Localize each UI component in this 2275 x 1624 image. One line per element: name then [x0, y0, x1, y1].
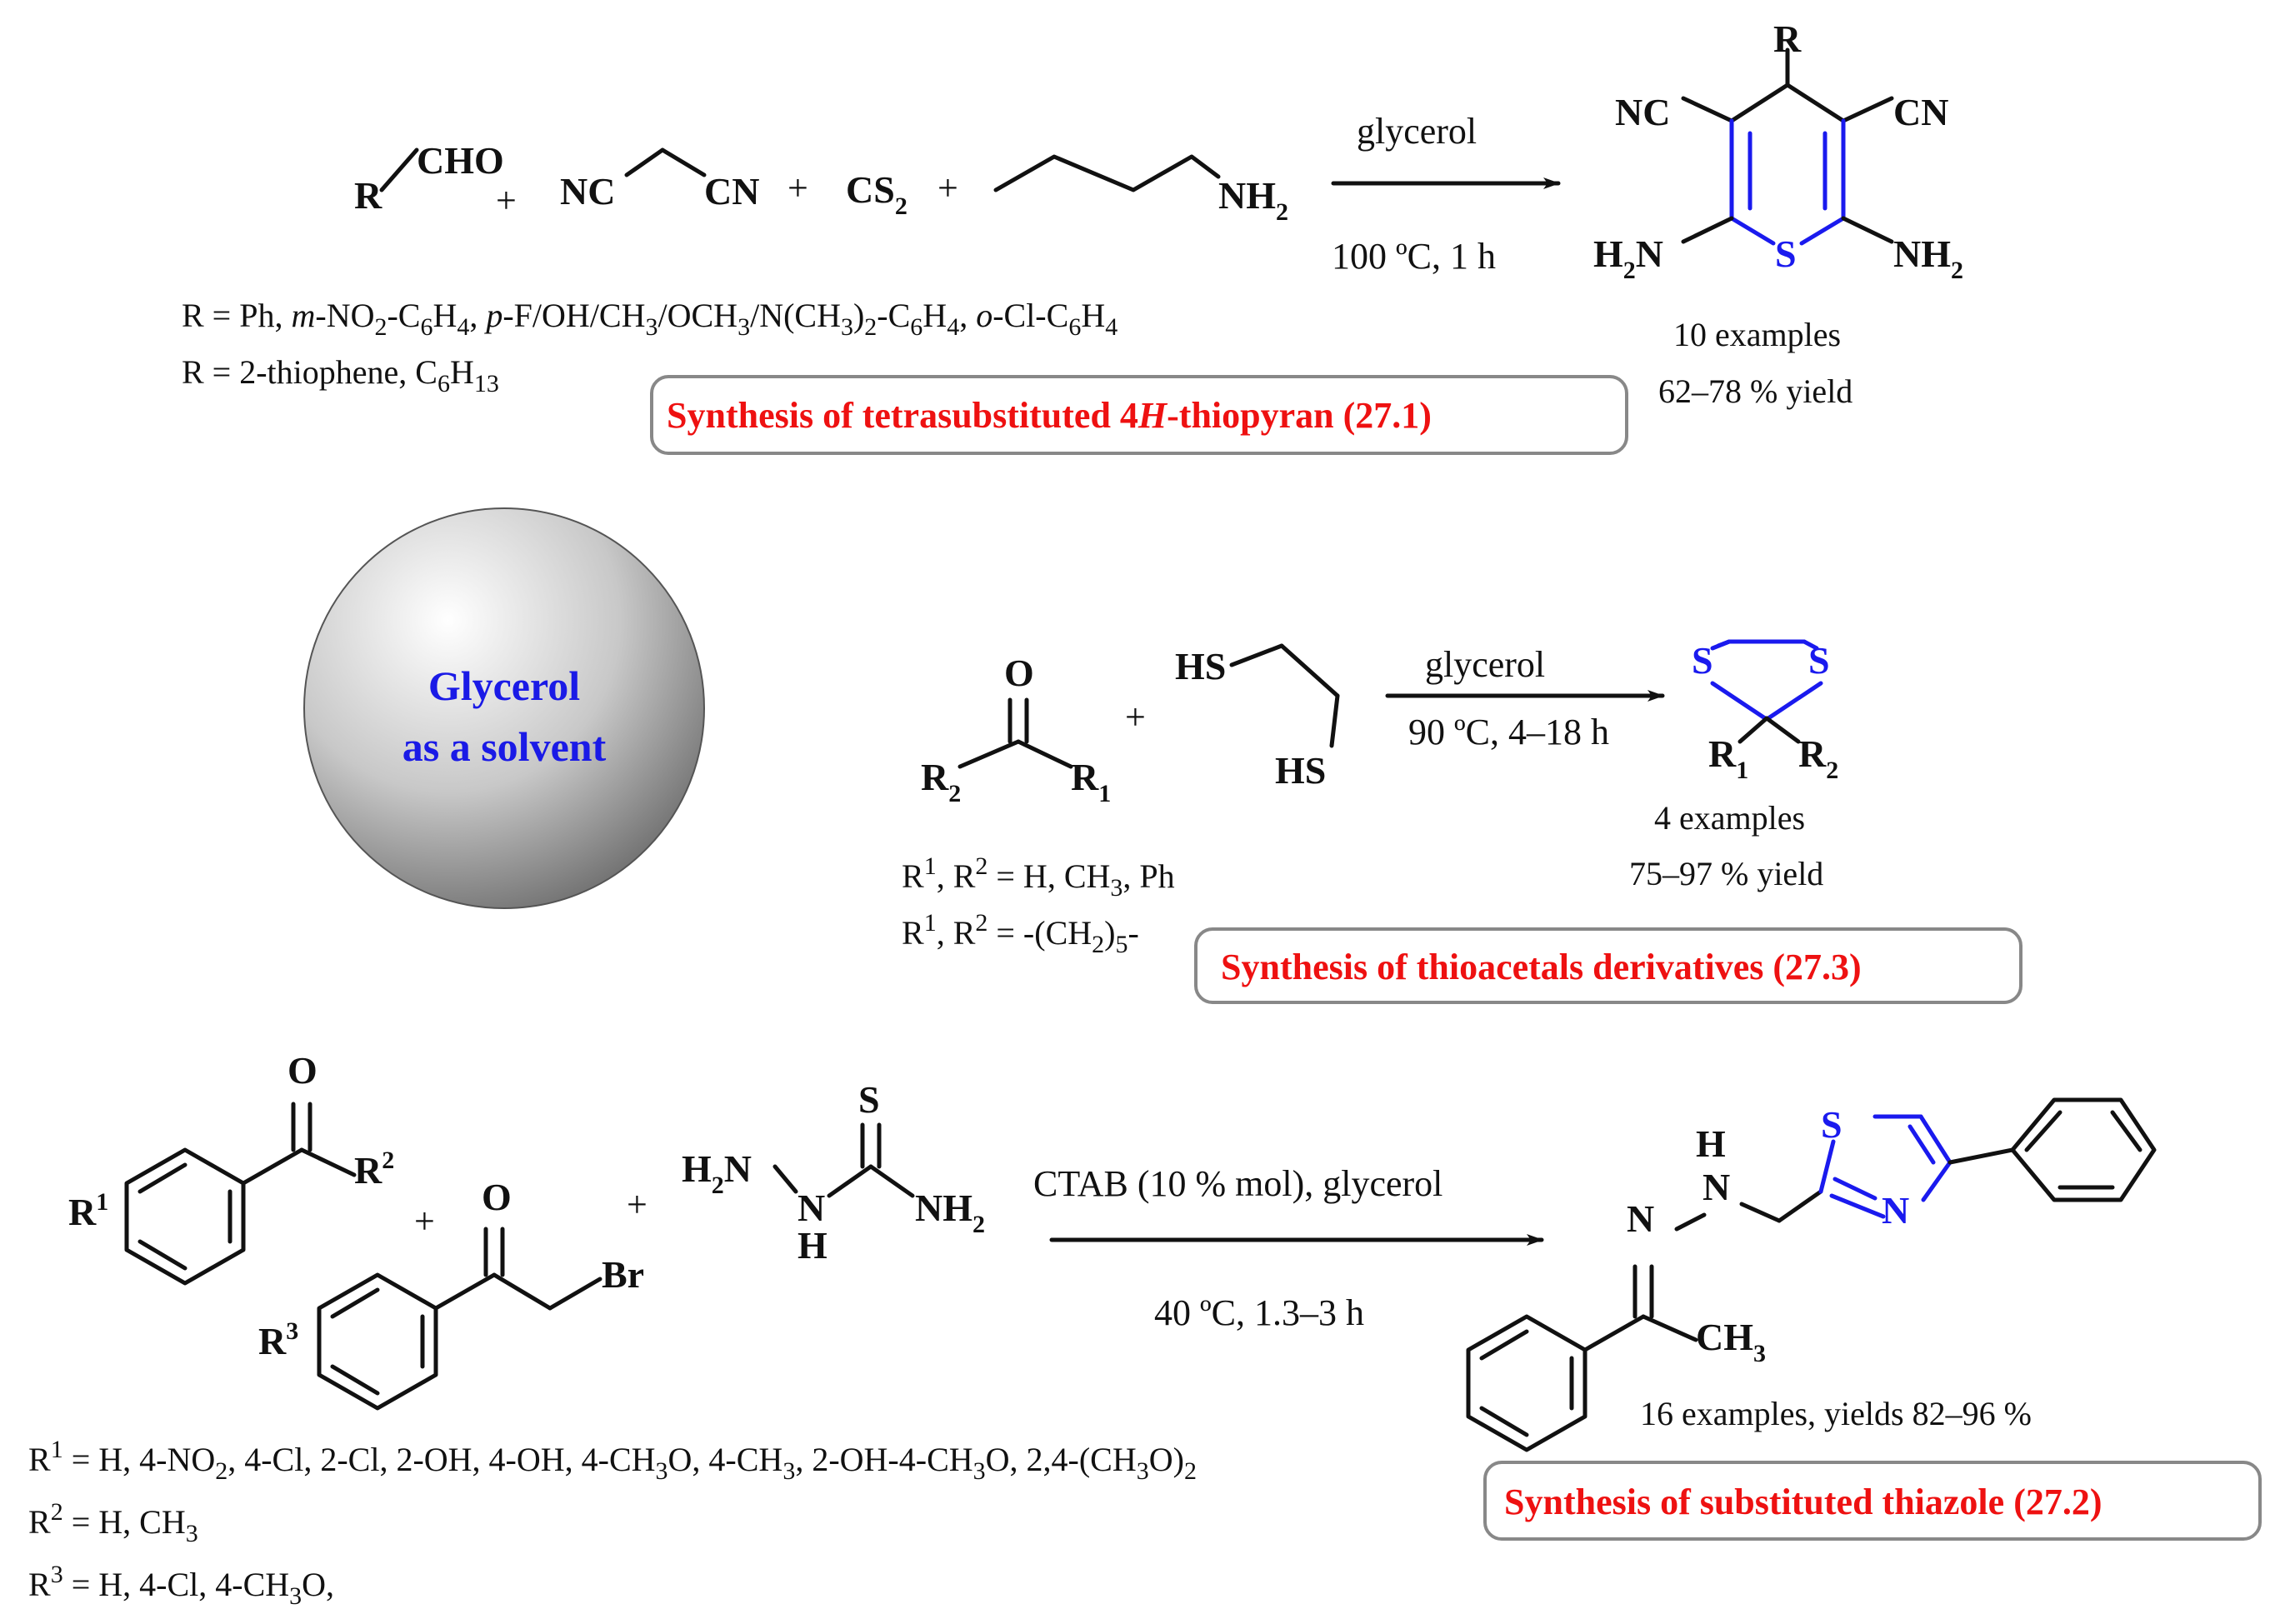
product-s-label: S — [1821, 1103, 1842, 1146]
substituent-note: R1, R2 = -(CH2)5- — [902, 909, 1139, 958]
thiopyran-product: R NC CN S H2N NH2 — [1593, 17, 1963, 284]
ethanedithiol-reactant: HS HS — [1175, 643, 1340, 792]
plus-sign: + — [1125, 697, 1146, 737]
thiazole-product: H N N S N CH3 — [1466, 1097, 2157, 1452]
title-box-thiazole: Synthesis of substituted thiazole (27.2) — [1483, 1461, 2262, 1541]
r3-label: R3 — [258, 1317, 298, 1362]
title-box-thiopyran: Synthesis of tetrasubstituted 4H-thiopyr… — [650, 375, 1628, 455]
carbonyl-o-label: O — [1004, 652, 1034, 694]
condition-temperature: 100 ºC, 1 h — [1332, 236, 1496, 277]
r2-label: R2 — [921, 756, 961, 807]
malononitrile-reactant: NC CN — [560, 147, 759, 212]
title-thiopyran: Synthesis of tetrasubstituted 4H-thiopyr… — [667, 395, 1432, 436]
product-h2n-label: H2N — [1593, 232, 1663, 284]
hs-bottom-label: HS — [1275, 749, 1326, 792]
reaction-1: R CHO + NC CN + CS2 + NH2 glycerol 100 º… — [182, 17, 1963, 455]
product-ch3-label: CH3 — [1696, 1316, 1766, 1367]
hs-top-label: HS — [1175, 645, 1226, 687]
butylamine-reactant: NH2 — [993, 154, 1288, 226]
thio-s-label: S — [858, 1078, 880, 1121]
title-thiazole: Synthesis of substituted thiazole (27.2) — [1504, 1482, 2102, 1522]
product-h-label: H — [1696, 1122, 1726, 1165]
nh-h-label: H — [798, 1224, 828, 1267]
nh2-label: NH2 — [915, 1187, 985, 1238]
yield-range: 75–97 % yield — [1629, 855, 1823, 892]
product-nh-label: N — [1702, 1166, 1730, 1208]
carbonyl-reactant: O R2 R1 — [921, 652, 1111, 807]
glycerol-sphere: Glycerol as a solvent — [303, 507, 705, 909]
plus-sign: + — [627, 1184, 648, 1225]
examples-yield: 16 examples, yields 82–96 % — [1640, 1395, 2032, 1432]
carbonyl-o-label: O — [482, 1176, 512, 1218]
examples-count: 10 examples — [1673, 316, 1841, 353]
plus-sign: + — [414, 1201, 435, 1242]
condition-solvent: glycerol — [1357, 111, 1477, 152]
plus-sign: + — [938, 167, 958, 208]
dithiolane-product: S S R1 R2 — [1692, 639, 1838, 784]
reaction-3: O R2 R1 + O Br R3 + S — [28, 1049, 2262, 1610]
cn-label: CN — [704, 170, 759, 212]
reaction-2: O R2 R1 + HS HS glycerol 90 ºC, 4–18 h — [902, 639, 2022, 1004]
reaction-arrow-3: CTAB (10 % mol), glycerol 40 ºC, 1.3–3 h — [1033, 1163, 1544, 1333]
product-r-label: R — [1773, 17, 1802, 60]
product-s2-label: S — [1808, 639, 1830, 682]
condition-solvent: glycerol — [1425, 644, 1545, 685]
product-ring-n-label: N — [1882, 1189, 1909, 1232]
title-thioacetals: Synthesis of thioacetals derivatives (27… — [1221, 947, 1862, 987]
r1-label: R1 — [1071, 756, 1111, 807]
substituent-note: R = 2-thiophene, C6H13 — [182, 353, 499, 397]
product-nc-label: NC — [1615, 91, 1670, 133]
reaction-arrow-1: glycerol 100 ºC, 1 h — [1331, 111, 1561, 277]
product-cn-label: CN — [1893, 91, 1948, 133]
plus-sign: + — [496, 180, 517, 221]
aldehyde-r-label: R — [354, 174, 382, 217]
h2n-label: H2N — [682, 1147, 752, 1199]
sphere-line-2: as a solvent — [402, 723, 607, 770]
substituent-note: R3 = H, 4-Cl, 4-CH3O, — [28, 1561, 334, 1610]
product-r2-label: R2 — [1798, 732, 1838, 784]
product-imine-n-label: N — [1627, 1197, 1654, 1240]
condition-temperature: 90 ºC, 4–18 h — [1408, 712, 1609, 752]
nh2-label: NH2 — [1218, 174, 1288, 226]
aldehyde-cho-label: CHO — [417, 139, 504, 182]
r1-label: R1 — [68, 1188, 108, 1233]
product-r1-label: R1 — [1708, 732, 1748, 784]
plus-sign: + — [788, 167, 808, 208]
reaction-arrow-2: glycerol 90 ºC, 4–18 h — [1385, 644, 1665, 752]
r2-label: R2 — [354, 1147, 394, 1192]
acetophenone-reactant: O R2 R1 — [68, 1049, 394, 1286]
phenacyl-bromide-reactant: O Br R3 — [258, 1176, 644, 1411]
br-label: Br — [602, 1253, 644, 1296]
product-s1-label: S — [1692, 639, 1713, 682]
product-nh2-label: NH2 — [1893, 232, 1963, 284]
nh-n-label: N — [798, 1187, 825, 1229]
product-s-label: S — [1775, 232, 1797, 275]
aldehyde-reactant: R CHO — [354, 139, 504, 217]
examples-count: 4 examples — [1654, 799, 1805, 837]
carbonyl-o-label: O — [288, 1049, 318, 1092]
condition-temperature: 40 ºC, 1.3–3 h — [1154, 1292, 1364, 1333]
substituent-note: R2 = H, CH3 — [28, 1498, 198, 1547]
nc-label: NC — [560, 170, 615, 212]
substituent-note: R1 = H, 4-NO2, 4-Cl, 2-Cl, 2-OH, 4-OH, 4… — [28, 1436, 1197, 1485]
cs2-reactant: CS2 — [846, 168, 908, 220]
condition-solvent: CTAB (10 % mol), glycerol — [1033, 1163, 1442, 1204]
substituent-note: R = Ph, m-NO2-C6H4, p-F/OH/CH3/OCH3/N(CH… — [182, 297, 1118, 341]
sphere-line-1: Glycerol — [428, 662, 580, 709]
thiosemicarbazide-reactant: S H2N N H NH2 — [682, 1078, 985, 1267]
yield-range: 62–78 % yield — [1658, 372, 1852, 410]
title-box-thioacetals: Synthesis of thioacetals derivatives (27… — [1194, 927, 2022, 1004]
substituent-note: R1, R2 = H, CH3, Ph — [902, 852, 1175, 902]
